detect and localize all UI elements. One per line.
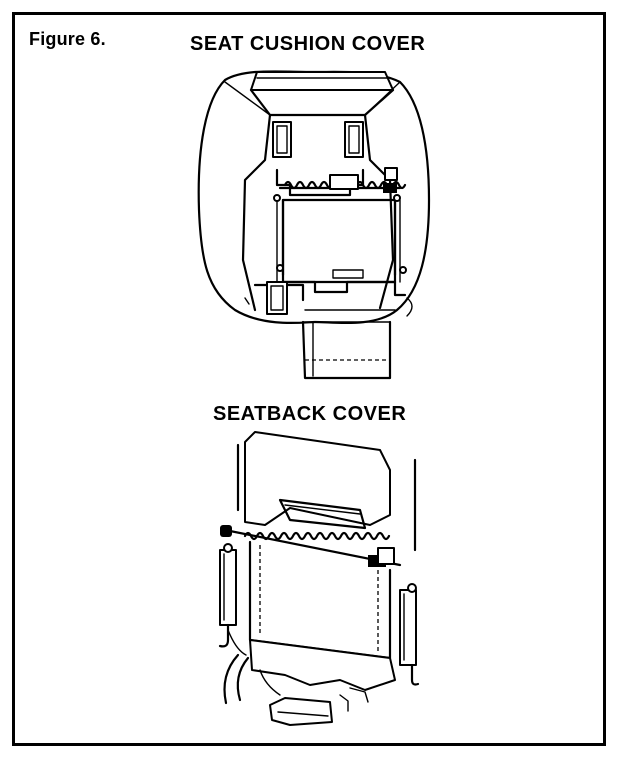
seat-cushion-illustration xyxy=(197,70,431,380)
figure-label: Figure 6. xyxy=(29,29,106,49)
seatback-illustration xyxy=(218,431,420,726)
figure-frame: Figure 6. SEAT CUSHION COVER xyxy=(12,12,606,746)
seatback-title: SEATBACK COVER xyxy=(213,403,407,425)
seat-cushion-title: SEAT CUSHION COVER xyxy=(190,33,426,55)
